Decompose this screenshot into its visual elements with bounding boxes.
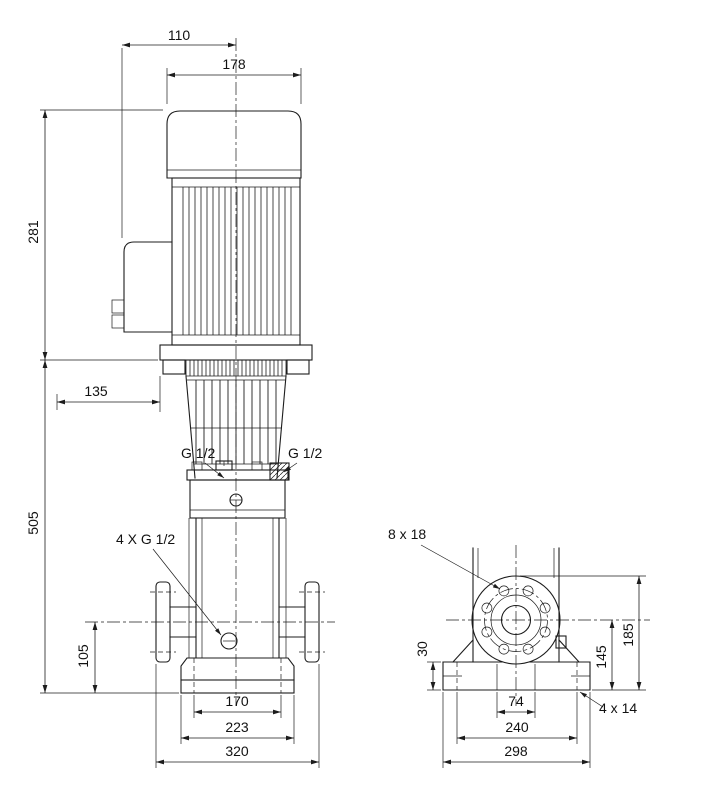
flange-bolt-hole [498, 585, 510, 597]
side-view [442, 545, 650, 706]
front-view [85, 38, 335, 706]
flange-bolt-holes [481, 585, 551, 655]
dim-135-label: 135 [84, 383, 108, 399]
motor-fins [178, 187, 294, 335]
base-block [180, 657, 295, 681]
coupling-guard-slats [189, 380, 283, 464]
fan-cover [166, 110, 302, 179]
flange-right [304, 581, 320, 663]
dim-110-label: 110 [168, 27, 191, 43]
flange-bore [500, 604, 532, 636]
port-label-left: G 1/2 [181, 445, 215, 461]
dim-145-label: 145 [593, 645, 609, 669]
dim-105-label: 105 [75, 644, 91, 668]
dim-74-label: 74 [508, 693, 524, 709]
dim-505-label: 505 [25, 511, 41, 535]
flange-bolt-hole [481, 602, 493, 614]
pump-head-body [189, 479, 286, 519]
dim-320-label: 320 [225, 743, 249, 759]
base-plate [180, 679, 295, 694]
flange-bolt-hole [481, 626, 493, 638]
flange-raised-face [490, 594, 542, 646]
tappings-label: 4 X G 1/2 [116, 531, 175, 547]
leader-line [283, 462, 298, 473]
drain-plug [220, 632, 238, 650]
flange-face [471, 575, 561, 665]
staybolt-nut [191, 461, 203, 471]
flange-bolt-hole [522, 643, 534, 655]
dim-281-label: 281 [25, 220, 41, 244]
leader-line [152, 548, 222, 636]
flange-bolt-hole [522, 585, 534, 597]
port-label-right: G 1/2 [288, 445, 322, 461]
dim-30-label: 30 [414, 641, 430, 657]
dim-185-label: 185 [620, 623, 636, 647]
cable-gland [111, 314, 125, 329]
dim-240-label: 240 [505, 719, 529, 735]
dim-170-label: 170 [225, 693, 249, 709]
side-view-dimensions: 8 x 18 30 145 185 74 240 298 4 x 14 [388, 526, 646, 768]
coupling-guard-ring [184, 359, 288, 377]
motor-flange-foot-right [286, 359, 310, 375]
gusset [452, 639, 474, 663]
base-slots-label: 4 x 14 [599, 700, 637, 716]
coupling-guard-side-right [276, 375, 287, 479]
leader-line [579, 691, 604, 708]
gauge-port [269, 462, 290, 481]
coupling-guard-side-left [185, 375, 196, 479]
motor-flange-foot-left [162, 359, 186, 375]
gauge-tap [555, 635, 567, 649]
dim-178-label: 178 [222, 56, 246, 72]
staybolt-nut [251, 461, 263, 471]
flange-bolt-hole [498, 643, 510, 655]
terminal-box [123, 241, 173, 333]
bolt-circle [484, 588, 548, 652]
flange-left [155, 581, 171, 663]
gusset [558, 639, 580, 663]
dim-298-label: 298 [504, 743, 528, 759]
leader-line [420, 544, 501, 590]
base-outline [442, 661, 591, 691]
flange-bolt-hole [539, 602, 551, 614]
front-view-dimensions: 110 178 281 505 135 105 G 1/2 G 1/2 4 X … [25, 27, 322, 768]
flange-holes-label: 8 x 18 [388, 526, 426, 542]
cable-gland [111, 299, 125, 314]
dim-223-label: 223 [225, 719, 249, 735]
flange-bolt-hole [539, 626, 551, 638]
leader-line [204, 462, 225, 479]
